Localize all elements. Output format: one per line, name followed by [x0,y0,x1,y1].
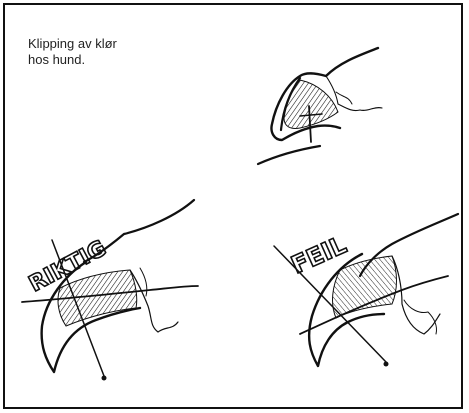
caption-line-1: Klipping av klør [28,36,117,51]
caption-line-2: hos hund. [28,52,86,67]
claw-wrong: FEIL [273,212,460,368]
caption: Klipping av klør hos hund. [28,36,178,68]
claw-top-guide [256,46,383,166]
claw-correct: RIKTIG [21,198,199,381]
illustration-frame [3,3,463,409]
